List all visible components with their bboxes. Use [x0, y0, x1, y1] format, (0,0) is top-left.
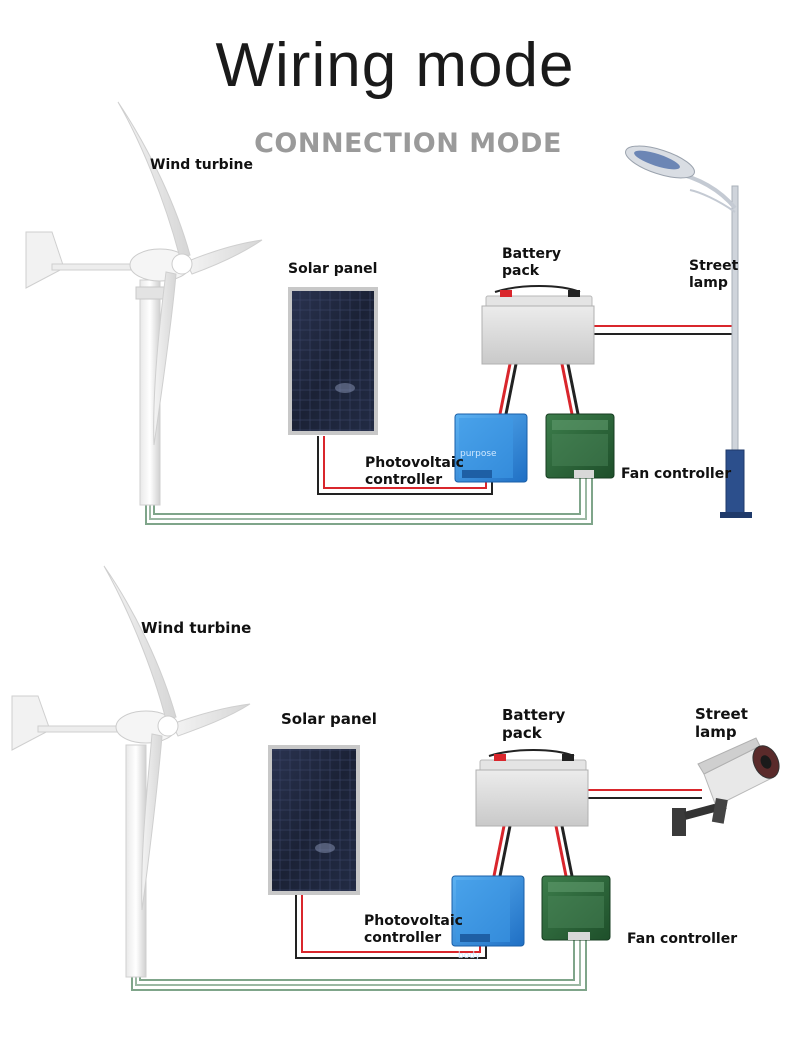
bottom-wire-turbine [131, 940, 587, 991]
top-wind-turbine [25, 101, 263, 506]
top-wires [145, 325, 732, 525]
top-label-solar-panel: Solar panel [288, 261, 378, 277]
top-wire-pv-battery [498, 363, 512, 415]
top-street-lamp [625, 145, 752, 518]
bottom-diagram [11, 565, 780, 991]
bottom-wind-turbine [11, 565, 251, 978]
top-wire-solar [317, 436, 493, 495]
bottom-wire-pv-battery [492, 825, 506, 877]
page-title: Wiring mode [215, 31, 575, 100]
top-label-pv-controller: Photovoltaic controller [365, 455, 464, 488]
top-fan-controller [545, 413, 615, 479]
top-label-wind-turbine: Wind turbine [150, 157, 253, 173]
top-label-fan-controller: Fan controller [621, 466, 732, 482]
bottom-fan-controller [541, 875, 611, 941]
top-pv-device-text: purpose [460, 449, 497, 459]
top-diagram [25, 101, 752, 525]
bottom-battery-pack [475, 749, 589, 827]
bottom-wire-fan-battery [554, 825, 568, 877]
bottom-label-street-lamp: Street lamp [695, 705, 748, 741]
top-solar-panel [288, 287, 378, 435]
bottom-label-pv-controller: Photovoltaic controller [364, 913, 463, 946]
bottom-label-battery-pack: Battery pack [502, 706, 566, 742]
top-label-battery-pack: Battery pack [502, 246, 562, 279]
top-pv-controller [454, 413, 528, 483]
bottom-label-solar-panel: Solar panel [281, 710, 377, 728]
page-subtitle: CONNECTION MODE [254, 128, 562, 159]
top-wire-fan-battery [560, 363, 574, 415]
bottom-wire-solar [295, 895, 487, 959]
bottom-street-lamp-camera [672, 737, 780, 836]
bottom-label-fan-controller: Fan controller [627, 931, 738, 947]
bottom-pv-device-text: body [458, 951, 481, 961]
bottom-pv-controller [451, 875, 525, 947]
bottom-solar-panel [268, 745, 360, 895]
bottom-label-wind-turbine: Wind turbine [141, 619, 252, 637]
top-label-street-lamp: Street lamp [689, 258, 739, 291]
top-battery-pack [481, 285, 595, 365]
top-wire-turbine [145, 478, 593, 525]
bottom-wires [131, 789, 702, 991]
